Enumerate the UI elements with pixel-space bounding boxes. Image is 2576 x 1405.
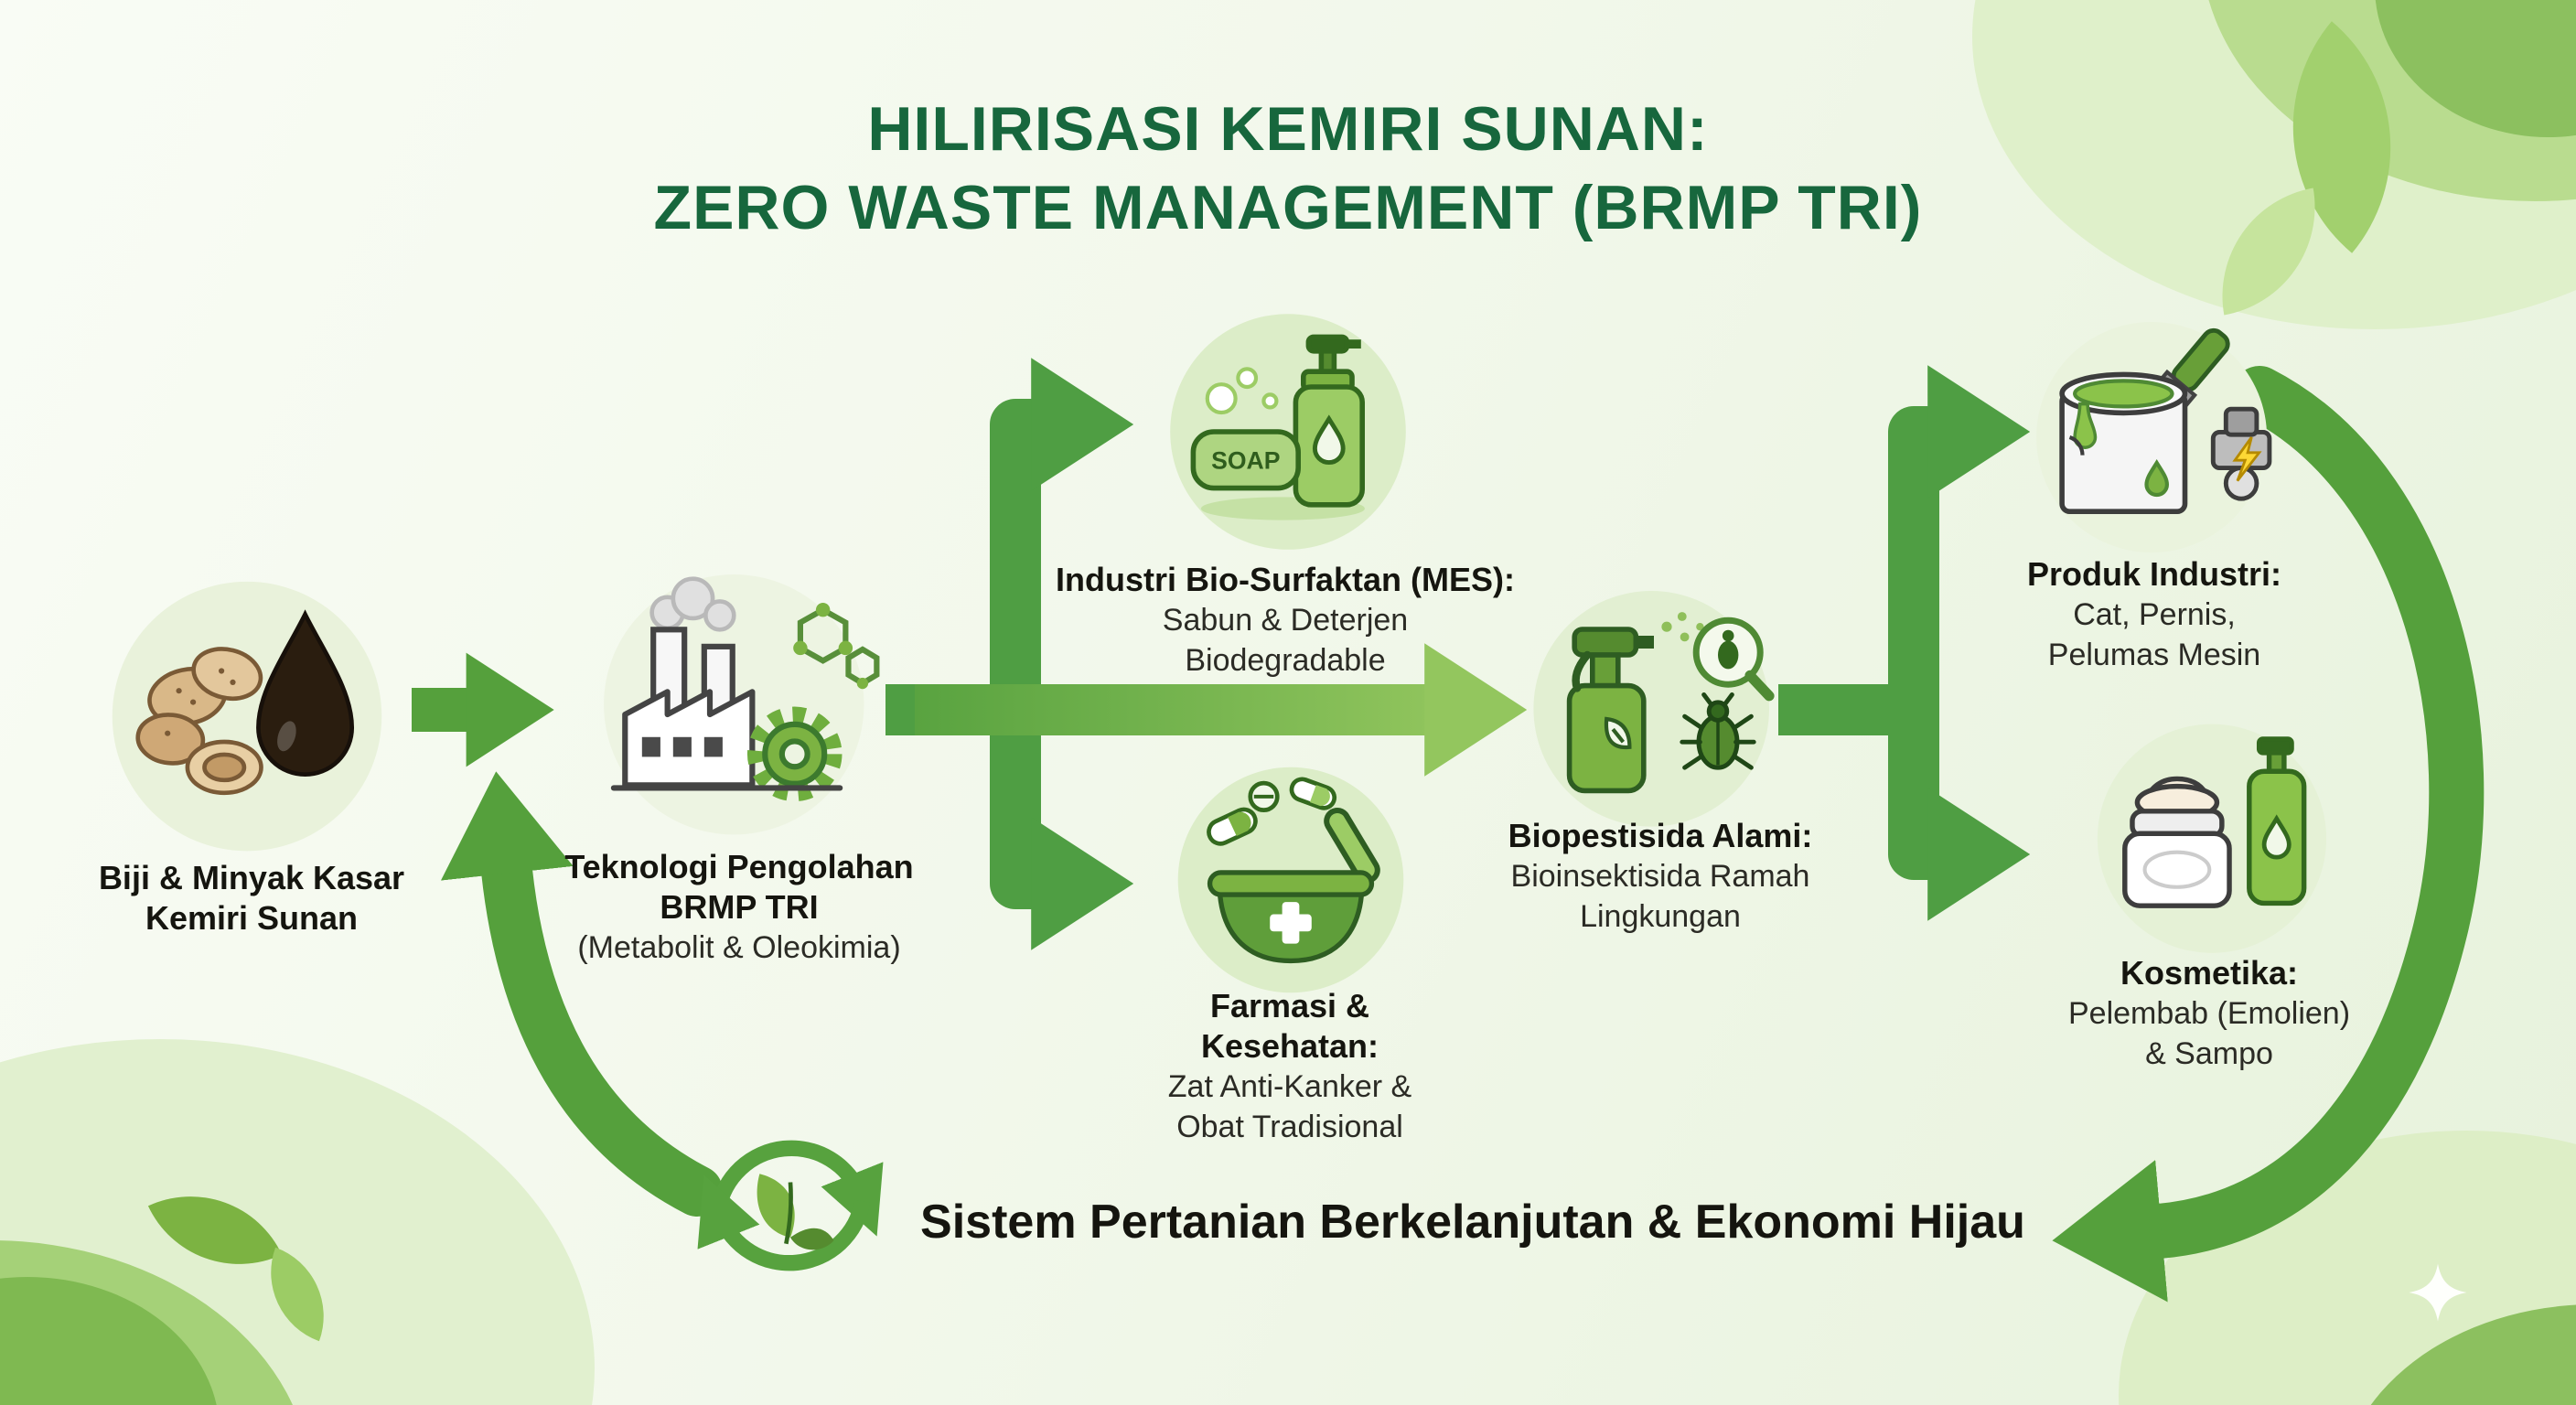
page-title-line1: HILIRISASI KEMIRI SUNAN:: [867, 94, 1709, 164]
pharma-label-line1: Zat Anti-Kanker &: [1167, 1069, 1412, 1104]
surfactant-label-line1: Sabun & Deterjen: [1162, 603, 1409, 638]
paint-can-icon: [2023, 309, 2289, 565]
biopesticide-label-heading: Biopestisida Alami:: [1508, 817, 1813, 854]
pharma-label-heading2: Kesehatan:: [1200, 1027, 1379, 1065]
cosmetics-label-heading: Kosmetika:: [2120, 954, 2299, 992]
source-label-line2: Kemiri Sunan: [145, 899, 359, 937]
surfactant-label-heading: Industri Bio-Surfaktan (MES):: [1056, 561, 1515, 598]
industrial-label-line2: Pelumas Mesin: [2047, 638, 2261, 672]
processing-label-line1: Teknologi Pengolahan: [564, 848, 914, 885]
arrow-processing-to-pharma: [990, 710, 1134, 950]
arrow-loop-right: [2052, 366, 2485, 1303]
cosmetics-label-line1: Pelembab (Emolien): [2067, 996, 2351, 1031]
processing-label-line2: BRMP TRI: [660, 888, 819, 926]
biopesticide-spray-icon: [1523, 578, 1798, 834]
processing-label-line3: (Metabolit & Oleokimia): [577, 930, 901, 965]
biopesticide-label: Biopestisida Alami: Bioinsektisida Ramah…: [1413, 816, 1907, 937]
cosmetics-label-line2: & Sampo: [2145, 1036, 2273, 1071]
biopesticide-label-line2: Lingkungan: [1580, 899, 1741, 934]
sparkle-icon: [2409, 1263, 2467, 1322]
cosmetics-label: Kosmetika: Pelembab (Emolien) & Sampo: [1958, 953, 2461, 1074]
arrow-biopesticide-to-industrial: [1888, 365, 2031, 710]
recycle-leaf-icon: [684, 1099, 896, 1312]
cosmetics-icon: [2088, 712, 2336, 960]
page-title-line2: ZERO WASTE MANAGEMENT (BRMP TRI): [653, 173, 1923, 242]
surfactant-label: Industri Bio-Surfaktan (MES): Sabun & De…: [970, 560, 1601, 681]
seeds-oil-icon: [105, 572, 389, 855]
arrow-processing-to-surfactant: [990, 358, 1134, 710]
page-title: HILIRISASI KEMIRI SUNAN: ZERO WASTE MANA…: [0, 90, 2576, 247]
surfactant-label-line2: Biodegradable: [1185, 643, 1386, 678]
arrow-loop-left: [440, 771, 723, 1217]
pharma-label: Farmasi & Kesehatan: Zat Anti-Kanker & O…: [1079, 986, 1500, 1147]
soap-detergent-icon: SOAP: [1160, 304, 1416, 560]
source-label-line1: Biji & Minyak Kasar: [98, 859, 405, 896]
factory-icon: [585, 553, 896, 842]
pharma-label-heading1: Farmasi &: [1209, 987, 1370, 1024]
industrial-label: Produk Industri: Cat, Pernis, Pelumas Me…: [1930, 554, 2378, 675]
industrial-label-line1: Cat, Pernis,: [2073, 597, 2236, 632]
pharma-label-line2: Obat Tradisional: [1176, 1110, 1403, 1144]
soap-label: SOAP: [1211, 447, 1280, 475]
footer-text: Sistem Pertanian Berkelanjutan & Ekonomi…: [920, 1196, 2025, 1249]
biopesticide-label-line1: Bioinsektisida Ramah: [1510, 859, 1810, 894]
industrial-label-heading: Produk Industri:: [2027, 555, 2281, 593]
mortar-pestle-icon: [1168, 757, 1413, 1003]
processing-label: Teknologi Pengolahan BRMP TRI (Metabolit…: [474, 847, 1004, 968]
source-label: Biji & Minyak Kasar Kemiri Sunan: [27, 858, 476, 938]
arrow-biopesticide-to-cosmetics: [1888, 710, 2031, 921]
